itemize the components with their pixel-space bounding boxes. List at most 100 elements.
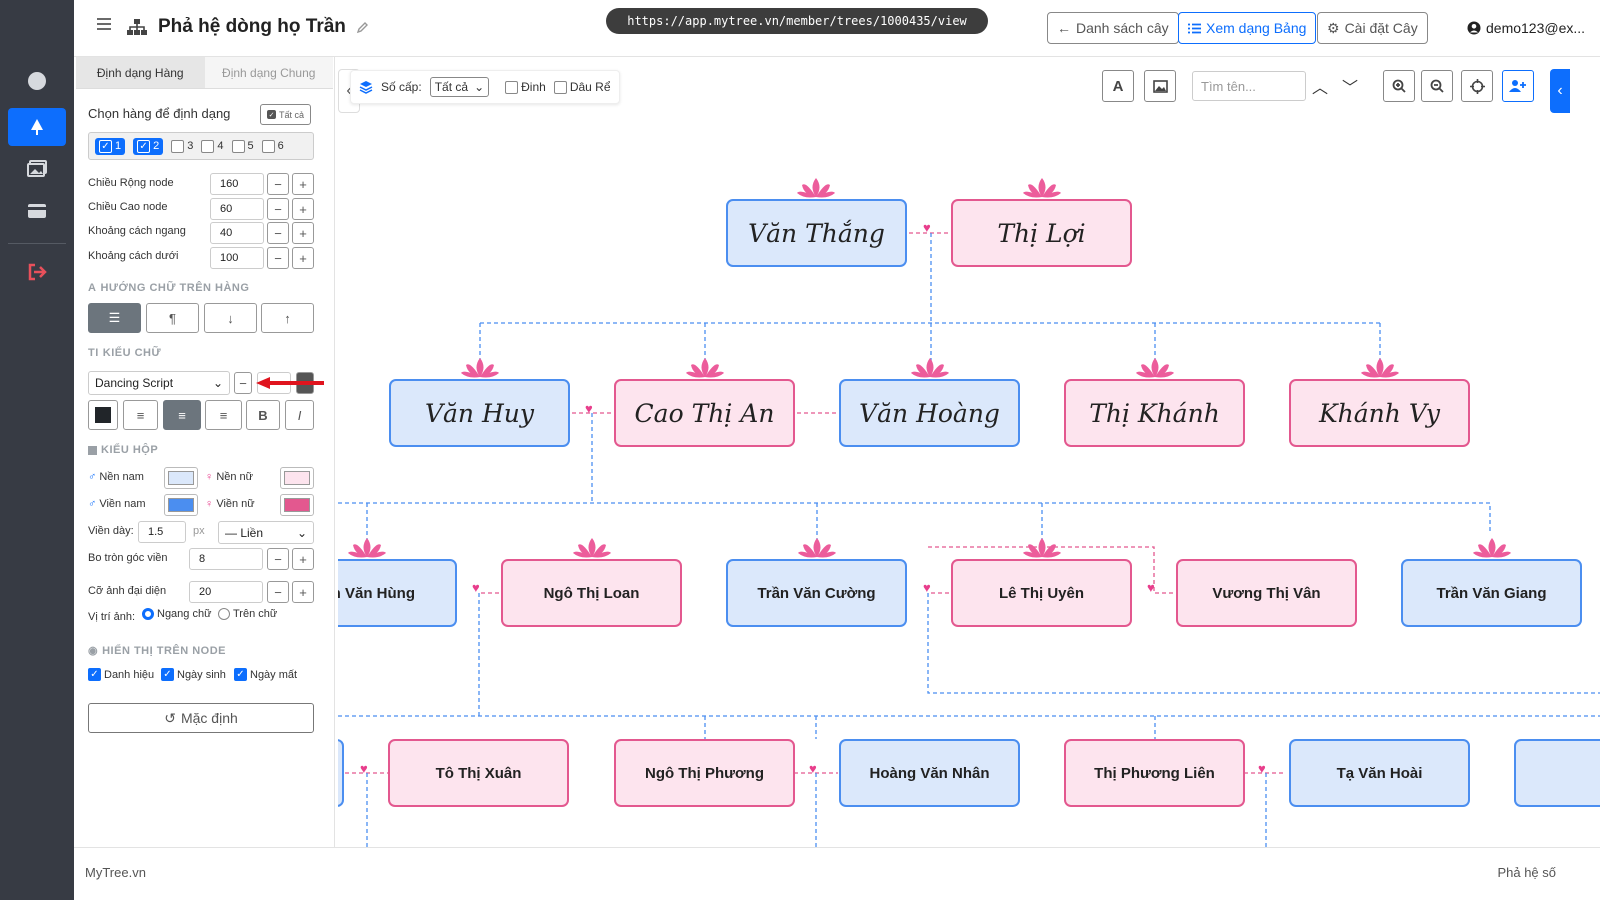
image-position-beside-radio[interactable]: Ngang chữ	[142, 608, 211, 620]
tree-node[interactable]: Ngô Thị Phương	[614, 739, 795, 807]
tab-general-format[interactable]: Định dạng Chung	[204, 57, 333, 89]
row-1-checkbox[interactable]: ✓1	[95, 137, 126, 155]
tree-node[interactable]	[1514, 739, 1600, 807]
tree-node[interactable]: n Văn Hùng	[338, 559, 457, 627]
font-select[interactable]: Dancing Script⌄	[88, 371, 230, 395]
image-position-above-radio[interactable]: Trên chữ	[218, 608, 277, 620]
tree-node[interactable]: Cao Thị An	[614, 379, 795, 447]
border-style-value: — Liền	[225, 525, 264, 540]
tree-node[interactable]: Tạ Văn Hoài	[1289, 739, 1470, 807]
show-title-checkbox[interactable]: ✓Danh hiệu	[88, 668, 154, 681]
menu-icon[interactable]	[96, 17, 112, 34]
radius-input[interactable]: 8	[189, 548, 263, 570]
tree-node[interactable]: Tô Thị Xuân	[388, 739, 569, 807]
select-all-button[interactable]: ✓Tất cả	[260, 104, 312, 125]
pin-checkbox[interactable]: Đinh	[505, 80, 546, 94]
levels-label: Số cấp:	[381, 80, 422, 94]
tree-node[interactable]: Khánh Vy	[1289, 379, 1470, 447]
tree-node[interactable]: Ngô Thị Loan	[501, 559, 682, 627]
radius-minus-button[interactable]: −	[267, 548, 289, 570]
tree-node[interactable]: Thị Lợi	[951, 199, 1132, 267]
row-5-checkbox[interactable]: 5	[231, 139, 254, 153]
image-tool-button[interactable]	[1144, 70, 1176, 102]
node-height-minus-button[interactable]: −	[267, 198, 289, 220]
tab-row-format[interactable]: Định dạng Hàng	[76, 57, 205, 89]
user-menu[interactable]: demo123@ex...	[1467, 20, 1585, 36]
table-view-button[interactable]: Xem dạng Bảng	[1178, 12, 1317, 44]
node-width-plus-button[interactable]: +	[292, 173, 314, 195]
female-bg-swatch[interactable]	[280, 467, 314, 489]
tree-node[interactable]: Văn Thắng	[726, 199, 907, 267]
male-bg-label: ♂ Nền nam	[88, 471, 144, 483]
male-bg-swatch[interactable]	[164, 467, 198, 489]
prev-result-button[interactable]: ︿	[1312, 74, 1328, 98]
sidebar-gallery[interactable]	[8, 150, 66, 188]
h-gap-minus-button[interactable]: −	[267, 222, 289, 244]
tree-node[interactable]: Văn Hoàng	[839, 379, 1020, 447]
tree-node[interactable]: Lê Thị Uyên	[951, 559, 1132, 627]
tree-node[interactable]: Vương Thị Vân	[1176, 559, 1357, 627]
avatar-size-input[interactable]: 20	[189, 581, 263, 603]
sidebar-tree[interactable]	[8, 108, 66, 146]
next-result-button[interactable]: ﹀	[1342, 74, 1358, 98]
center-button[interactable]	[1461, 70, 1493, 102]
v-gap-input[interactable]: 100	[210, 247, 264, 269]
h-gap-input[interactable]: 40	[210, 222, 264, 244]
sidebar-billing[interactable]	[8, 192, 66, 230]
font-color-button[interactable]	[88, 400, 118, 430]
border-style-select[interactable]: — Liền⌄	[218, 521, 314, 544]
tree-node[interactable]: Hoàng Văn Nhân	[839, 739, 1020, 807]
text-align-right-button[interactable]: ≡	[205, 400, 242, 430]
tree-canvas[interactable]: ♥ ♥ ♥ ♥ ♥ ♥ ♥ ♥ Văn Thắng Thị Lợi Văn Hu…	[338, 57, 1600, 847]
node-height-plus-button[interactable]: +	[292, 198, 314, 220]
border-width-input[interactable]: 1.5	[138, 521, 186, 543]
show-birth-checkbox[interactable]: ✓Ngày sinh	[161, 668, 226, 681]
tree-node[interactable]: Trần Văn Giang	[1401, 559, 1582, 627]
tree-settings-button[interactable]: ⚙Cài đặt Cây	[1317, 12, 1428, 44]
h-gap-plus-button[interactable]: +	[292, 222, 314, 244]
direction-down-button[interactable]: ↓	[204, 303, 257, 333]
tree-node[interactable]: Văn Huy	[389, 379, 570, 447]
bold-button[interactable]: B	[246, 400, 280, 430]
zoom-in-button[interactable]	[1383, 70, 1415, 102]
v-gap-minus-button[interactable]: −	[267, 247, 289, 269]
in-law-checkbox[interactable]: Dâu Rể	[553, 80, 611, 94]
show-death-checkbox[interactable]: ✓Ngày mất	[234, 668, 297, 681]
font-tool-button[interactable]: A	[1102, 70, 1134, 102]
v-gap-plus-button[interactable]: +	[292, 247, 314, 269]
expand-right-panel-button[interactable]: ‹	[1550, 69, 1570, 113]
node-width-input[interactable]: 160	[210, 173, 264, 195]
avatar-plus-button[interactable]: +	[292, 581, 314, 603]
levels-select[interactable]: Tất cả⌄	[429, 77, 490, 97]
node-height-input[interactable]: 60	[210, 198, 264, 220]
font-size-minus-button[interactable]: −	[234, 372, 252, 394]
pencil-icon[interactable]	[356, 21, 369, 34]
italic-button[interactable]: I	[285, 400, 314, 430]
radius-plus-button[interactable]: +	[292, 548, 314, 570]
direction-up-button[interactable]: ↑	[261, 303, 314, 333]
sitemap-icon	[127, 19, 147, 35]
tree-list-button[interactable]: ←Danh sách cây	[1047, 12, 1179, 44]
zoom-out-button[interactable]	[1421, 70, 1453, 102]
row-2-checkbox[interactable]: ✓2	[133, 137, 164, 155]
tree-node[interactable]: Trần Văn Cường	[726, 559, 907, 627]
tree-node[interactable]: Thị Khánh	[1064, 379, 1245, 447]
tree-node[interactable]: Thị Phương Liên	[1064, 739, 1245, 807]
add-member-button[interactable]	[1502, 70, 1534, 102]
female-border-swatch[interactable]	[280, 494, 314, 516]
reset-default-button[interactable]: ↺Mặc định	[88, 703, 314, 733]
tree-node[interactable]	[338, 739, 344, 807]
row-4-checkbox[interactable]: 4	[201, 139, 224, 153]
text-align-center-button[interactable]: ≡	[163, 400, 201, 430]
node-width-minus-button[interactable]: −	[267, 173, 289, 195]
direction-horizontal-button[interactable]: ☰	[88, 303, 141, 333]
sidebar-logout[interactable]	[8, 253, 66, 291]
male-border-swatch[interactable]	[164, 494, 198, 516]
sidebar-home[interactable]	[8, 62, 66, 100]
row-3-checkbox[interactable]: 3	[171, 139, 193, 153]
direction-paragraph-button[interactable]: ¶	[146, 303, 199, 333]
avatar-minus-button[interactable]: −	[267, 581, 289, 603]
search-name-input[interactable]: Tìm tên...	[1192, 71, 1306, 101]
row-6-checkbox[interactable]: 6	[261, 139, 284, 153]
text-align-left-button[interactable]: ≡	[123, 400, 158, 430]
